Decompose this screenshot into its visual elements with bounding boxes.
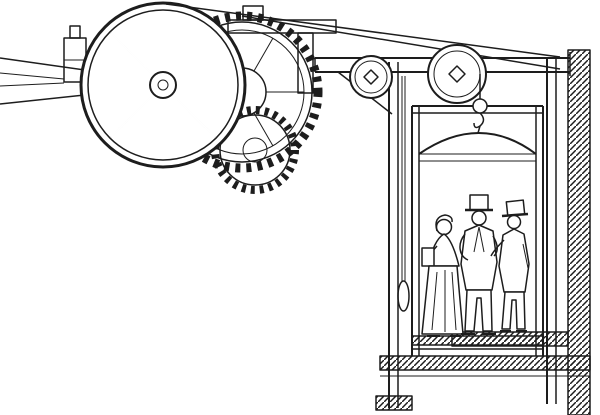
pulley-small [349, 55, 393, 99]
left-guide-post [375, 62, 413, 411]
drive-belt [165, 3, 561, 70]
hoist-cable-hook [472, 74, 488, 134]
control-rope [397, 76, 410, 312]
passenger-woman [421, 214, 464, 337]
small-gear [211, 106, 299, 194]
flywheel [79, 1, 247, 169]
pulley-large [427, 44, 487, 104]
passenger-man-center [459, 194, 498, 335]
passenger-man-right [490, 199, 530, 332]
